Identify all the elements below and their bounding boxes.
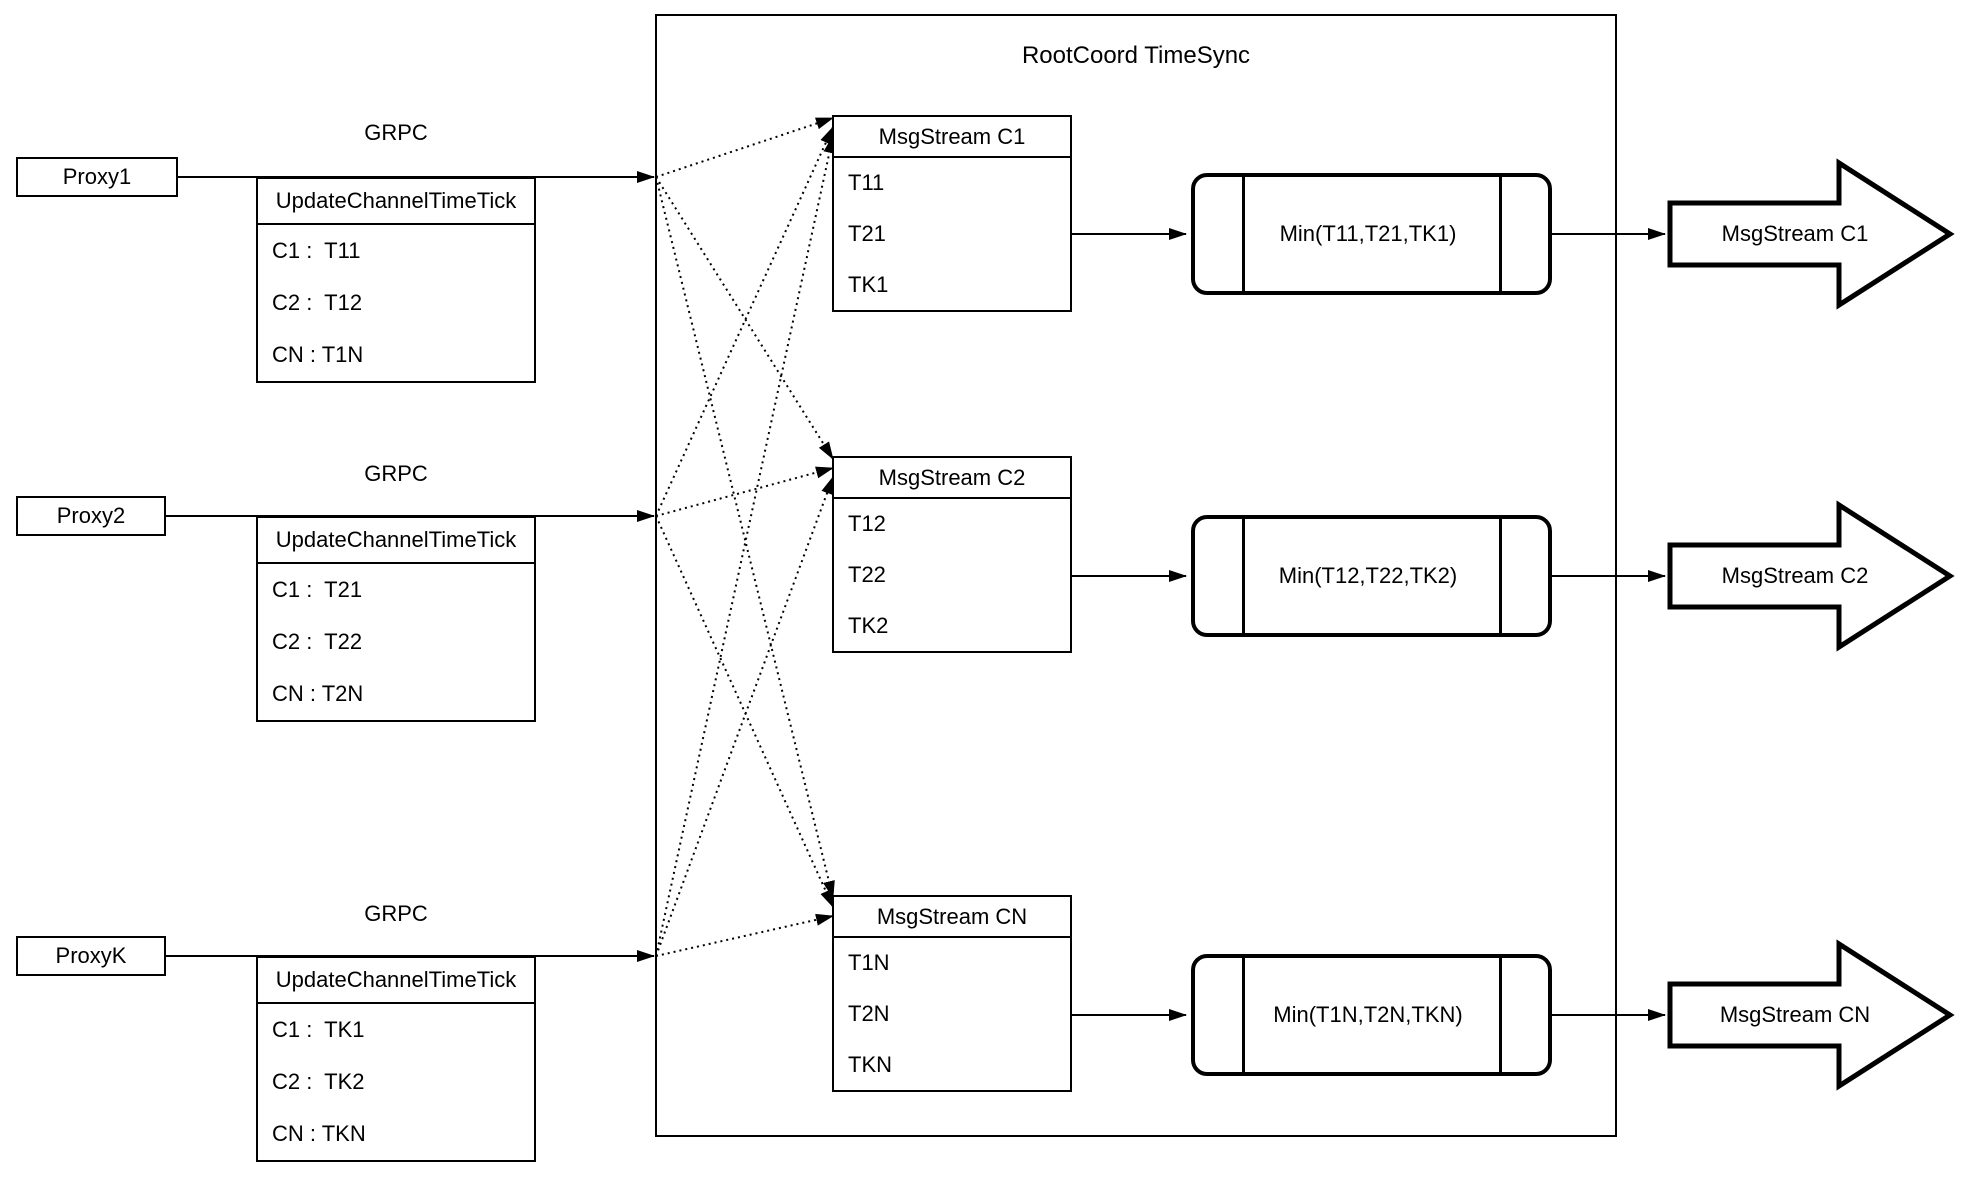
stream-row: T11 bbox=[848, 170, 885, 196]
min-node-divider bbox=[1242, 177, 1245, 291]
table-row: C1 : T21 bbox=[272, 577, 363, 602]
dotted-link-p1-cn bbox=[655, 176, 835, 899]
dotted-link-pk-c2 bbox=[655, 476, 834, 957]
stream-table-c1: MsgStream C1 T11 T21 TK1 bbox=[832, 115, 1072, 312]
min-label-cn: Min(T1N,T2N,TKN) bbox=[1273, 1002, 1463, 1027]
update-table-1: UpdateChannelTimeTick C1 : T11 C2 : T12 … bbox=[256, 177, 536, 383]
table-row: C2 : T22 bbox=[272, 629, 363, 654]
stream-table-c2-header: MsgStream C2 bbox=[834, 458, 1070, 499]
dotted-link-p2-c2 bbox=[655, 466, 834, 517]
proxy1-label: Proxy1 bbox=[62, 164, 132, 189]
grpc-label-1: GRPC bbox=[364, 120, 428, 145]
dotted-link-pk-c1 bbox=[655, 135, 836, 957]
stream-row: T22 bbox=[848, 562, 886, 587]
table-row: C2 : T12 bbox=[272, 290, 363, 315]
min-node-cn: Min(T1N,T2N,TKN) bbox=[1191, 954, 1552, 1076]
stream-table-c1-header: MsgStream C1 bbox=[834, 117, 1070, 158]
proxyk-label: ProxyK bbox=[55, 943, 127, 968]
output-arrow-cn bbox=[1667, 939, 1955, 1091]
min-label-c1: Min(T11,T21,TK1) bbox=[1279, 221, 1457, 246]
update-table-1-header: UpdateChannelTimeTick bbox=[258, 179, 534, 225]
dotted-link-p2-cn bbox=[655, 515, 834, 908]
output-arrow-label-c1: MsgStream C1 bbox=[1721, 221, 1869, 246]
table-row: C2 : TK2 bbox=[272, 1069, 365, 1094]
min-node-divider bbox=[1499, 519, 1502, 633]
stream-row: TKN bbox=[848, 1051, 892, 1077]
stream-row: T2N bbox=[848, 1001, 890, 1026]
table-row: C1 : TK1 bbox=[272, 1017, 365, 1042]
output-arrow-c1 bbox=[1667, 158, 1955, 310]
stream-row: TK2 bbox=[848, 612, 889, 638]
min-node-divider bbox=[1499, 177, 1502, 291]
dotted-link-p1-c1 bbox=[655, 117, 834, 178]
min-node-divider bbox=[1499, 958, 1502, 1072]
proxy1-box: Proxy1 bbox=[16, 157, 178, 197]
dotted-link-p2-c1 bbox=[655, 126, 834, 517]
grpc-label-k: GRPC bbox=[364, 901, 428, 926]
update-table-k-header: UpdateChannelTimeTick bbox=[258, 958, 534, 1004]
min-node-divider bbox=[1242, 958, 1245, 1072]
table-row: CN : T2N bbox=[272, 681, 364, 706]
update-table-k: UpdateChannelTimeTick C1 : TK1 C2 : TK2 … bbox=[256, 956, 536, 1162]
proxy2-label: Proxy2 bbox=[56, 503, 126, 528]
proxy2-box: Proxy2 bbox=[16, 496, 166, 536]
rootcoord-title: RootCoord TimeSync bbox=[1021, 42, 1251, 69]
update-table-2: UpdateChannelTimeTick C1 : T21 C2 : T22 … bbox=[256, 516, 536, 722]
min-node-c2: Min(T12,T22,TK2) bbox=[1191, 515, 1552, 637]
min-node-divider bbox=[1242, 519, 1245, 633]
table-row: CN : T1N bbox=[272, 342, 364, 367]
output-arrow-label-cn: MsgStream CN bbox=[1719, 1002, 1871, 1027]
table-row: C1 : T11 bbox=[272, 238, 361, 263]
output-arrow-c2 bbox=[1667, 500, 1955, 652]
grpc-label-2: GRPC bbox=[364, 461, 428, 486]
stream-table-cn: MsgStream CN T1N T2N TKN bbox=[832, 895, 1072, 1092]
min-node-c1: Min(T11,T21,TK1) bbox=[1191, 173, 1552, 295]
table-row: CN : TKN bbox=[272, 1121, 366, 1146]
update-table-2-header: UpdateChannelTimeTick bbox=[258, 518, 534, 564]
stream-row: T12 bbox=[848, 511, 886, 537]
output-arrow-label-c2: MsgStream C2 bbox=[1721, 563, 1869, 588]
stream-row: T1N bbox=[848, 950, 890, 976]
stream-row: TK1 bbox=[848, 271, 889, 297]
dotted-link-p1-c2 bbox=[655, 176, 834, 460]
stream-table-cn-header: MsgStream CN bbox=[834, 897, 1070, 938]
proxyk-box: ProxyK bbox=[16, 936, 166, 976]
min-label-c2: Min(T12,T22,TK2) bbox=[1278, 563, 1458, 588]
stream-row: T21 bbox=[848, 221, 886, 246]
dotted-link-pk-cn bbox=[655, 913, 834, 957]
stream-table-c2: MsgStream C2 T12 T22 TK2 bbox=[832, 456, 1072, 653]
